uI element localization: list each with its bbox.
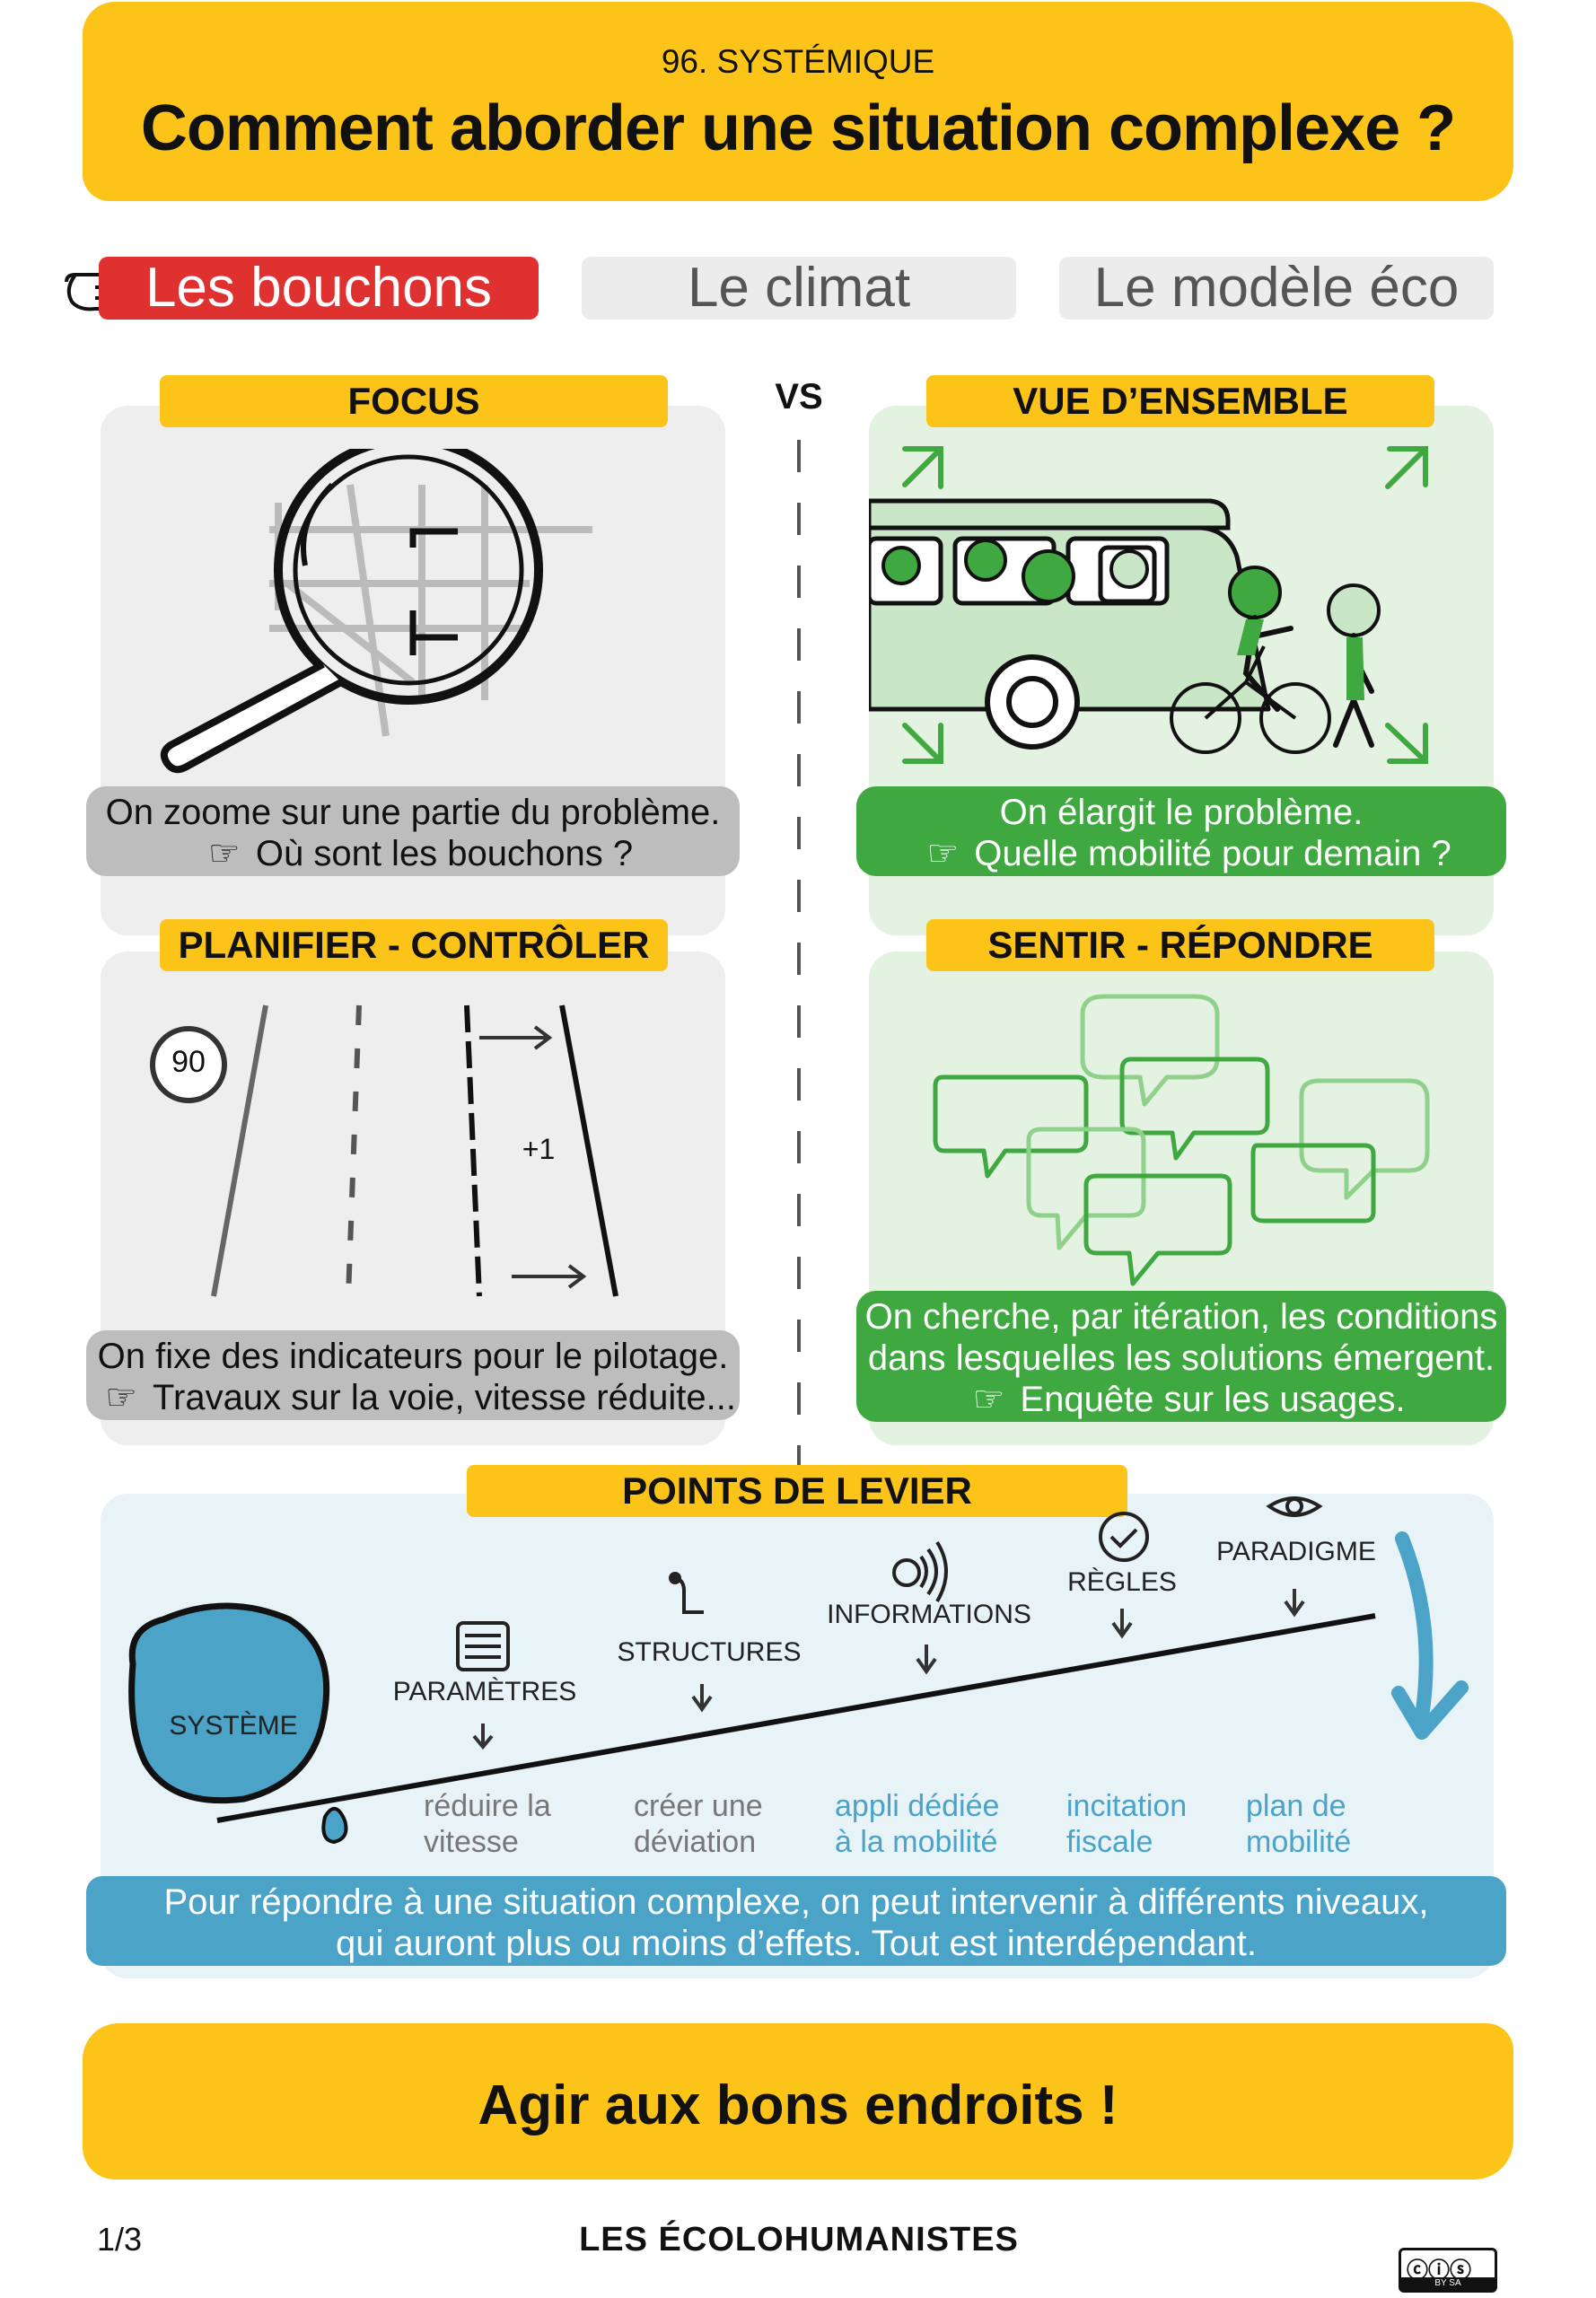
lever-parametres: PARAMÈTRES bbox=[392, 1677, 577, 1706]
tab-le-modele-eco[interactable]: Le modèle éco bbox=[1059, 257, 1494, 320]
overview-label: VUE D’ENSEMBLE bbox=[926, 375, 1434, 427]
sense-caption-line1: On cherche, par itération, les condition… bbox=[864, 1297, 1498, 1337]
footer-banner: Agir aux bons endroits ! bbox=[83, 2023, 1513, 2180]
levers-label: POINTS DE LEVIER bbox=[467, 1465, 1127, 1517]
lever-diagram bbox=[128, 1496, 1469, 1845]
lever-informations: INFORMATIONS bbox=[827, 1600, 1031, 1629]
example-informations: appli dédiée à la mobilité bbox=[835, 1789, 1000, 1859]
tab-les-bouchons[interactable]: Les bouchons bbox=[99, 257, 539, 320]
overview-caption-line2: ☞Quelle mobilité pour demain ? bbox=[856, 833, 1506, 874]
plan-caption-line1: On fixe des indicateurs pour le pilotage… bbox=[97, 1337, 729, 1376]
lever-structures: STRUCTURES bbox=[617, 1637, 802, 1667]
example-parametres: réduire la vitesse bbox=[424, 1789, 551, 1859]
speech-bubbles-illustration bbox=[933, 994, 1430, 1286]
overview-caption-line1: On élargit le problème. bbox=[999, 793, 1364, 832]
header-subtitle: 96. SYSTÉMIQUE bbox=[661, 43, 935, 80]
example-paradigme: plan de mobilité bbox=[1246, 1789, 1352, 1859]
sense-caption-line2: dans lesquelles les solutions émergent. bbox=[867, 1338, 1495, 1378]
lever-regles: RÈGLES bbox=[1067, 1567, 1177, 1597]
pointing-hand-icon: ☞ bbox=[207, 834, 241, 873]
center-divider bbox=[797, 440, 801, 1867]
example-structures: créer une déviation bbox=[634, 1789, 763, 1859]
levers-summary-line1: Pour répondre à une situation complexe, … bbox=[163, 1882, 1429, 1922]
lever-paradigme: PARADIGME bbox=[1216, 1537, 1376, 1566]
footer-title: Agir aux bons endroits ! bbox=[478, 2074, 1118, 2136]
brand-logo: LES ÉCOLOHUMANISTES bbox=[579, 2221, 1019, 2259]
cc-license-badge: ⓒⓘⓢ BY SA bbox=[1399, 2248, 1497, 2293]
vs-label: VS bbox=[775, 377, 823, 417]
pointing-hand-icon: ☞ bbox=[926, 834, 960, 873]
sense-caption-line3: ☞Enquête sur les usages. bbox=[856, 1379, 1506, 1420]
focus-caption: On zoome sur une partie du problème. ☞Où… bbox=[86, 786, 740, 876]
bus-bike-illustration bbox=[869, 446, 1428, 764]
header-banner: 96. SYSTÉMIQUE Comment aborder une situa… bbox=[83, 2, 1513, 201]
plan-caption: On fixe des indicateurs pour le pilotage… bbox=[86, 1330, 740, 1420]
overview-caption: On élargit le problème. ☞Quelle mobilité… bbox=[856, 786, 1506, 876]
road-lanes-illustration bbox=[150, 1004, 618, 1297]
sense-caption: On cherche, par itération, les condition… bbox=[856, 1291, 1506, 1422]
speed-sign-text: 90 bbox=[171, 1045, 206, 1079]
example-regles: incitation fiscale bbox=[1066, 1789, 1188, 1859]
focus-label: FOCUS bbox=[160, 375, 668, 427]
lane-plus-one: +1 bbox=[522, 1133, 556, 1165]
system-label: SYSTÈME bbox=[169, 1711, 298, 1741]
focus-caption-line2: ☞Où sont les bouchons ? bbox=[86, 833, 740, 874]
pointing-hand-icon: ☞ bbox=[105, 1378, 137, 1417]
levers-summary-line2: qui auront plus ou moins d’effets. Tout … bbox=[336, 1924, 1257, 1963]
page-title: Comment aborder une situation complexe ? bbox=[140, 92, 1456, 164]
cc-license-label: BY SA bbox=[1401, 2277, 1495, 2290]
magnifier-icon bbox=[160, 449, 592, 774]
pointing-hand-icon: ☞ bbox=[972, 1380, 1005, 1419]
focus-caption-line1: On zoome sur une partie du problème. bbox=[105, 793, 721, 832]
page-number: 1/3 bbox=[97, 2221, 143, 2258]
levers-summary: Pour répondre à une situation complexe, … bbox=[86, 1876, 1506, 1966]
plan-caption-line2: ☞Travaux sur la voie, vitesse réduite... bbox=[86, 1377, 740, 1418]
sense-label: SENTIR - RÉPONDRE bbox=[926, 919, 1434, 971]
plan-label: PLANIFIER - CONTRÔLER bbox=[160, 919, 668, 971]
tab-le-climat[interactable]: Le climat bbox=[582, 257, 1016, 320]
